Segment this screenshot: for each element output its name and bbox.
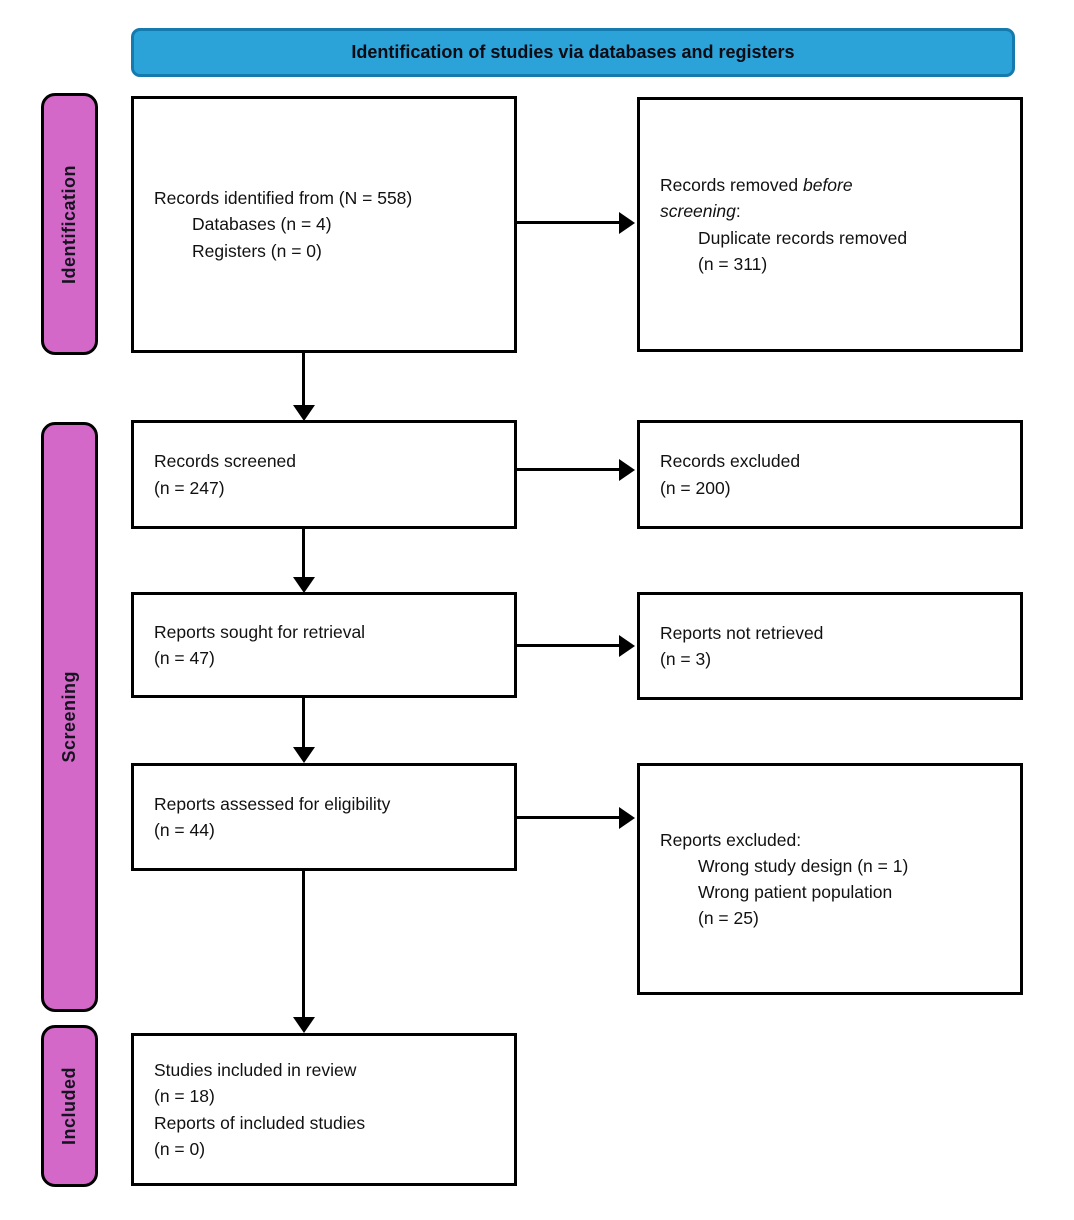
reports-included-count: (n = 0) — [154, 1138, 206, 1159]
records-removed-line1: Records removed before — [660, 175, 853, 195]
arrow-sought-to-assessed — [302, 698, 305, 748]
stage-included: Included — [41, 1025, 98, 1187]
wrong-patient-population-count: (n = 25) — [698, 908, 759, 929]
arrow-screened-to-excluded — [517, 468, 619, 471]
box-records-screened: Records screened (n = 247) — [131, 420, 517, 529]
records-identified-databases: Databases (n = 4) — [192, 214, 332, 235]
arrow-assessed-to-reports-excluded — [517, 816, 619, 819]
records-screened-label: Records screened — [154, 451, 297, 472]
stage-screening: Screening — [41, 422, 98, 1012]
wrong-patient-population: Wrong patient population — [698, 882, 893, 902]
reports-included-label: Reports of included studies — [154, 1112, 366, 1133]
records-removed-line2: screening: — [660, 201, 741, 222]
box-studies-included: Studies included in review (n = 18) Repo… — [131, 1033, 517, 1186]
records-excluded-label: Records excluded — [660, 451, 801, 472]
stage-identification-label: Identification — [59, 164, 79, 284]
box-reports-not-retrieved: Reports not retrieved (n = 3) — [637, 592, 1023, 700]
box-reports-assessed: Reports assessed for eligibility (n = 44… — [131, 763, 517, 871]
records-screened-count: (n = 247) — [154, 477, 225, 498]
arrow-identified-to-screened — [302, 353, 305, 406]
wrong-study-design: Wrong study design (n = 1) — [698, 855, 909, 876]
stage-included-label: Included — [59, 1066, 79, 1145]
reports-sought-count: (n = 47) — [154, 648, 215, 668]
diagram-title-banner: Identification of studies via databases … — [131, 28, 1015, 77]
records-identified-line: Records identified from (N = 558) — [154, 188, 413, 209]
duplicates-removed-label: Duplicate records removed — [698, 227, 908, 248]
reports-assessed-label: Reports assessed for eligibility — [154, 793, 391, 814]
box-reports-excluded: Reports excluded: Wrong study design (n … — [637, 763, 1023, 995]
reports-not-retrieved-label: Reports not retrieved — [660, 622, 824, 643]
box-reports-sought: Reports sought for retrieval (n = 47) — [131, 592, 517, 698]
arrow-identified-to-removed — [517, 221, 619, 224]
stage-identification: Identification — [41, 93, 98, 355]
reports-assessed-count: (n = 44) — [154, 820, 215, 840]
reports-excluded-label: Reports excluded: — [660, 829, 802, 850]
duplicates-removed-count: (n = 311) — [698, 253, 768, 274]
studies-included-count: (n = 18) — [154, 1086, 215, 1107]
box-records-identified: Records identified from (N = 558) Databa… — [131, 96, 517, 353]
studies-included-label: Studies included in review — [154, 1060, 357, 1080]
records-identified-registers: Registers (n = 0) — [192, 240, 322, 261]
arrow-screened-to-sought — [302, 529, 305, 578]
box-records-excluded: Records excluded (n = 200) — [637, 420, 1023, 529]
arrow-assessed-to-included — [302, 871, 305, 1018]
reports-not-retrieved-count: (n = 3) — [660, 649, 712, 669]
records-excluded-count: (n = 200) — [660, 477, 731, 498]
box-records-removed: Records removed before screening: Duplic… — [637, 97, 1023, 352]
diagram-title: Identification of studies via databases … — [351, 42, 795, 62]
stage-screening-label: Screening — [59, 671, 79, 763]
reports-sought-label: Reports sought for retrieval — [154, 621, 366, 642]
arrow-sought-to-not-retrieved — [517, 644, 619, 647]
